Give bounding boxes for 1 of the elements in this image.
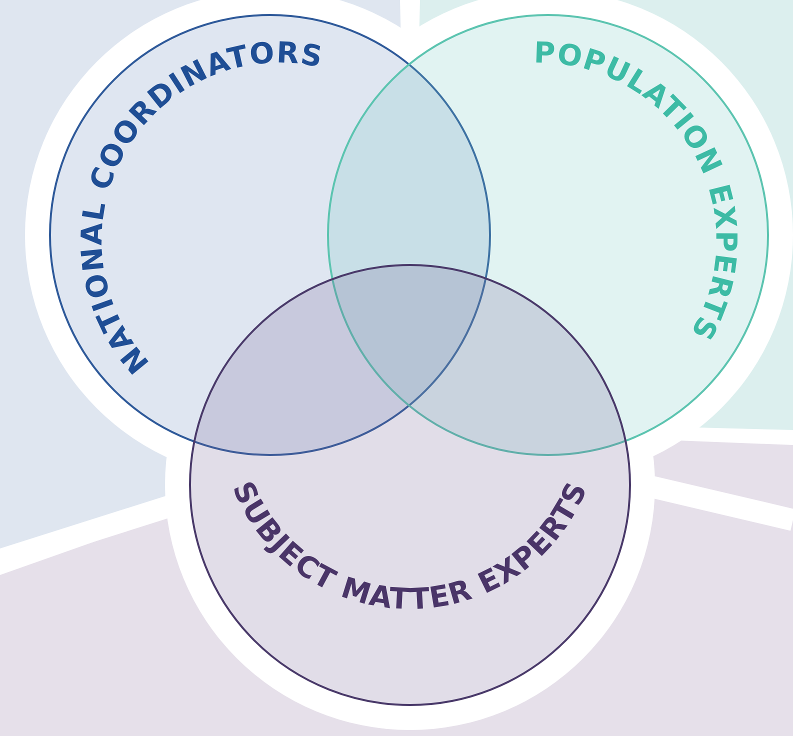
venn-circle: [189, 264, 631, 706]
